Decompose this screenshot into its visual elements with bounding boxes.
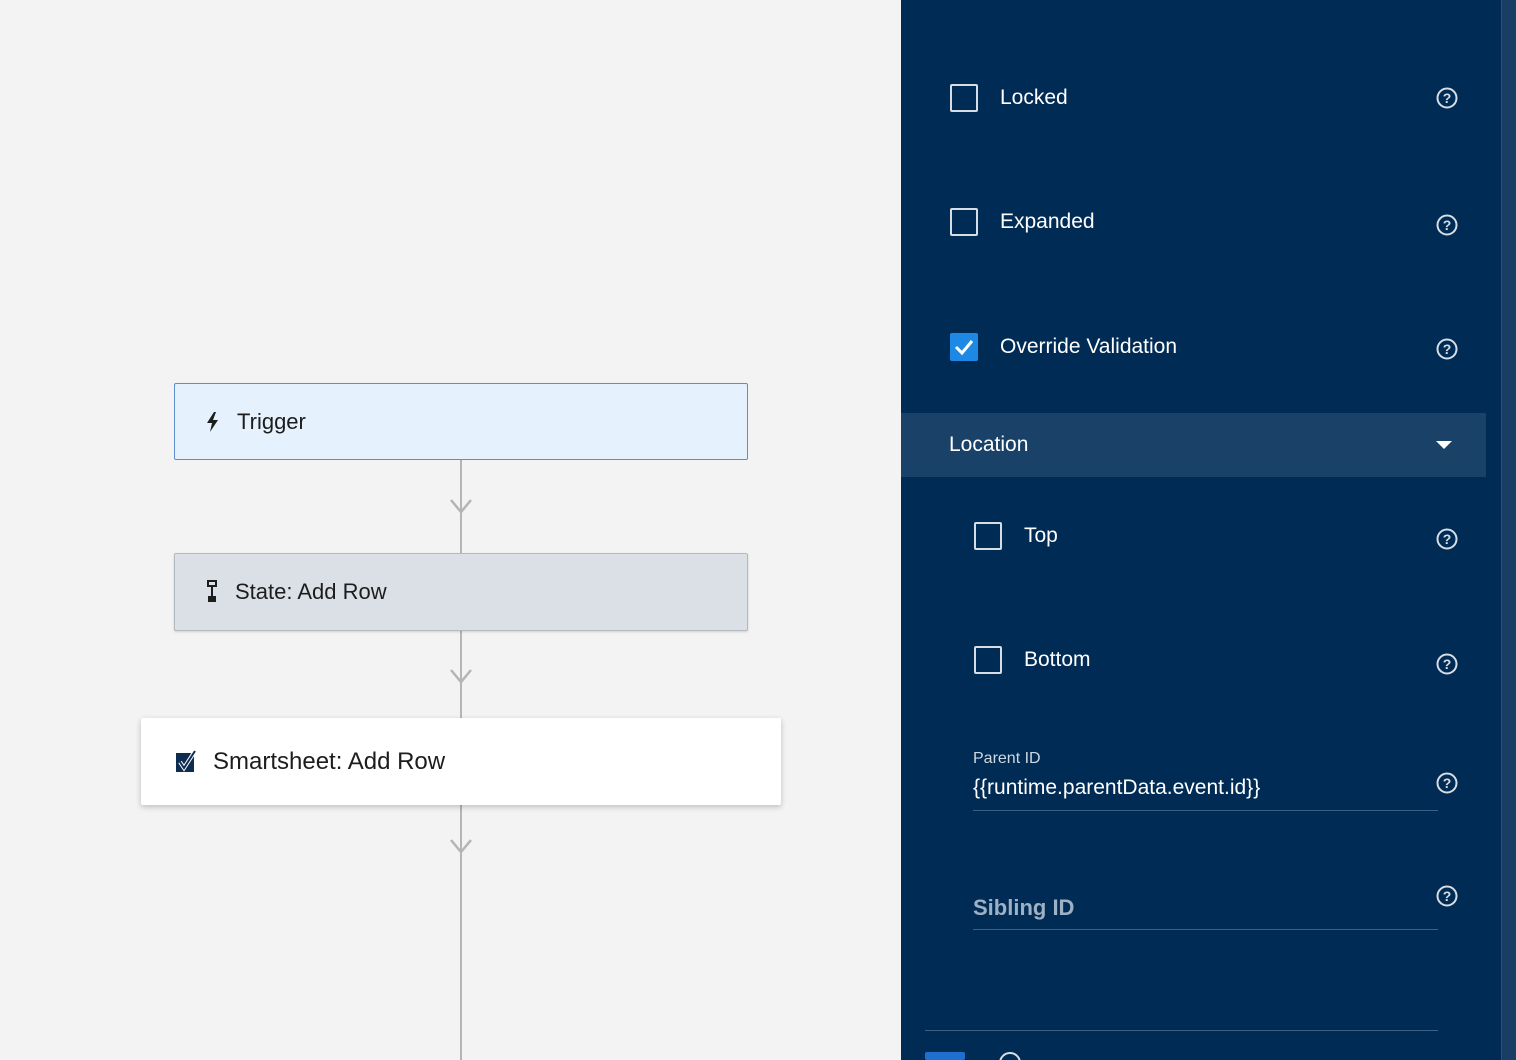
override-validation-option: Override Validation ? [901, 333, 1501, 361]
caret-down-icon [1436, 441, 1452, 449]
sibling-id-placeholder: Sibling ID [973, 895, 1075, 920]
properties-panel: Locked ? Expanded ? Override Validation … [901, 0, 1501, 1060]
chevron-down-icon [450, 499, 472, 514]
connector-line [460, 805, 462, 1060]
svg-text:?: ? [1443, 656, 1452, 672]
locked-option: Locked ? [901, 84, 1501, 112]
bottom-option: Bottom ? [901, 646, 1501, 676]
clipped-link [925, 1052, 965, 1060]
flow-canvas[interactable]: Trigger State: Add Row Smartsheet: Add R… [0, 0, 901, 1060]
chevron-down-icon [450, 669, 472, 684]
top-checkbox[interactable] [974, 522, 1002, 550]
divider [925, 1030, 1438, 1031]
help-icon[interactable]: ? [1435, 527, 1459, 551]
top-option: Top ? [901, 522, 1501, 550]
flow-node-smartsheet[interactable]: Smartsheet: Add Row [141, 718, 781, 805]
help-icon[interactable]: ? [1435, 337, 1459, 361]
flow-node-label: Trigger [237, 408, 306, 434]
flow-node-trigger[interactable]: Trigger [174, 383, 748, 460]
bottom-label: Bottom [1024, 648, 1091, 671]
location-section-title: Location [949, 433, 1029, 456]
parent-id-label: Parent ID [973, 750, 1041, 767]
connector-line [460, 460, 462, 553]
help-icon[interactable]: ? [1435, 652, 1459, 676]
svg-text:?: ? [1443, 217, 1452, 233]
help-icon[interactable]: ? [1435, 213, 1459, 237]
svg-text:?: ? [1443, 775, 1452, 791]
parent-id-field: Parent ID [973, 750, 1438, 811]
locked-checkbox[interactable] [950, 84, 978, 112]
locked-label: Locked [1000, 86, 1068, 109]
help-icon[interactable]: ? [1435, 884, 1459, 908]
flow-node-state[interactable]: State: Add Row [174, 553, 748, 631]
connector-line [460, 631, 462, 718]
lightning-icon [205, 411, 221, 433]
help-icon[interactable]: ? [1435, 86, 1459, 110]
checkmark-icon [954, 340, 974, 356]
sibling-id-field[interactable]: Sibling ID [973, 895, 1438, 930]
expanded-option: Expanded ? [901, 208, 1501, 236]
panel-scrollbar[interactable] [1501, 0, 1516, 1060]
parent-id-input[interactable] [973, 776, 1438, 800]
svg-text:?: ? [1443, 888, 1452, 904]
svg-text:?: ? [1443, 531, 1452, 547]
help-icon[interactable]: ? [1435, 771, 1459, 795]
flow-node-label: State: Add Row [235, 579, 387, 604]
chevron-down-icon [450, 839, 472, 854]
flow-node-label: Smartsheet: Add Row [213, 747, 446, 775]
override-validation-label: Override Validation [1000, 335, 1178, 358]
svg-text:?: ? [1443, 90, 1452, 106]
bottom-checkbox[interactable] [974, 646, 1002, 674]
help-icon[interactable] [999, 1052, 1021, 1060]
smartsheet-icon [175, 749, 197, 774]
expanded-checkbox[interactable] [950, 208, 978, 236]
override-validation-checkbox[interactable] [950, 333, 978, 361]
state-pin-icon [205, 580, 219, 604]
svg-text:?: ? [1443, 341, 1452, 357]
location-section-header[interactable]: Location [901, 413, 1486, 477]
expanded-label: Expanded [1000, 210, 1095, 233]
top-label: Top [1024, 524, 1058, 547]
